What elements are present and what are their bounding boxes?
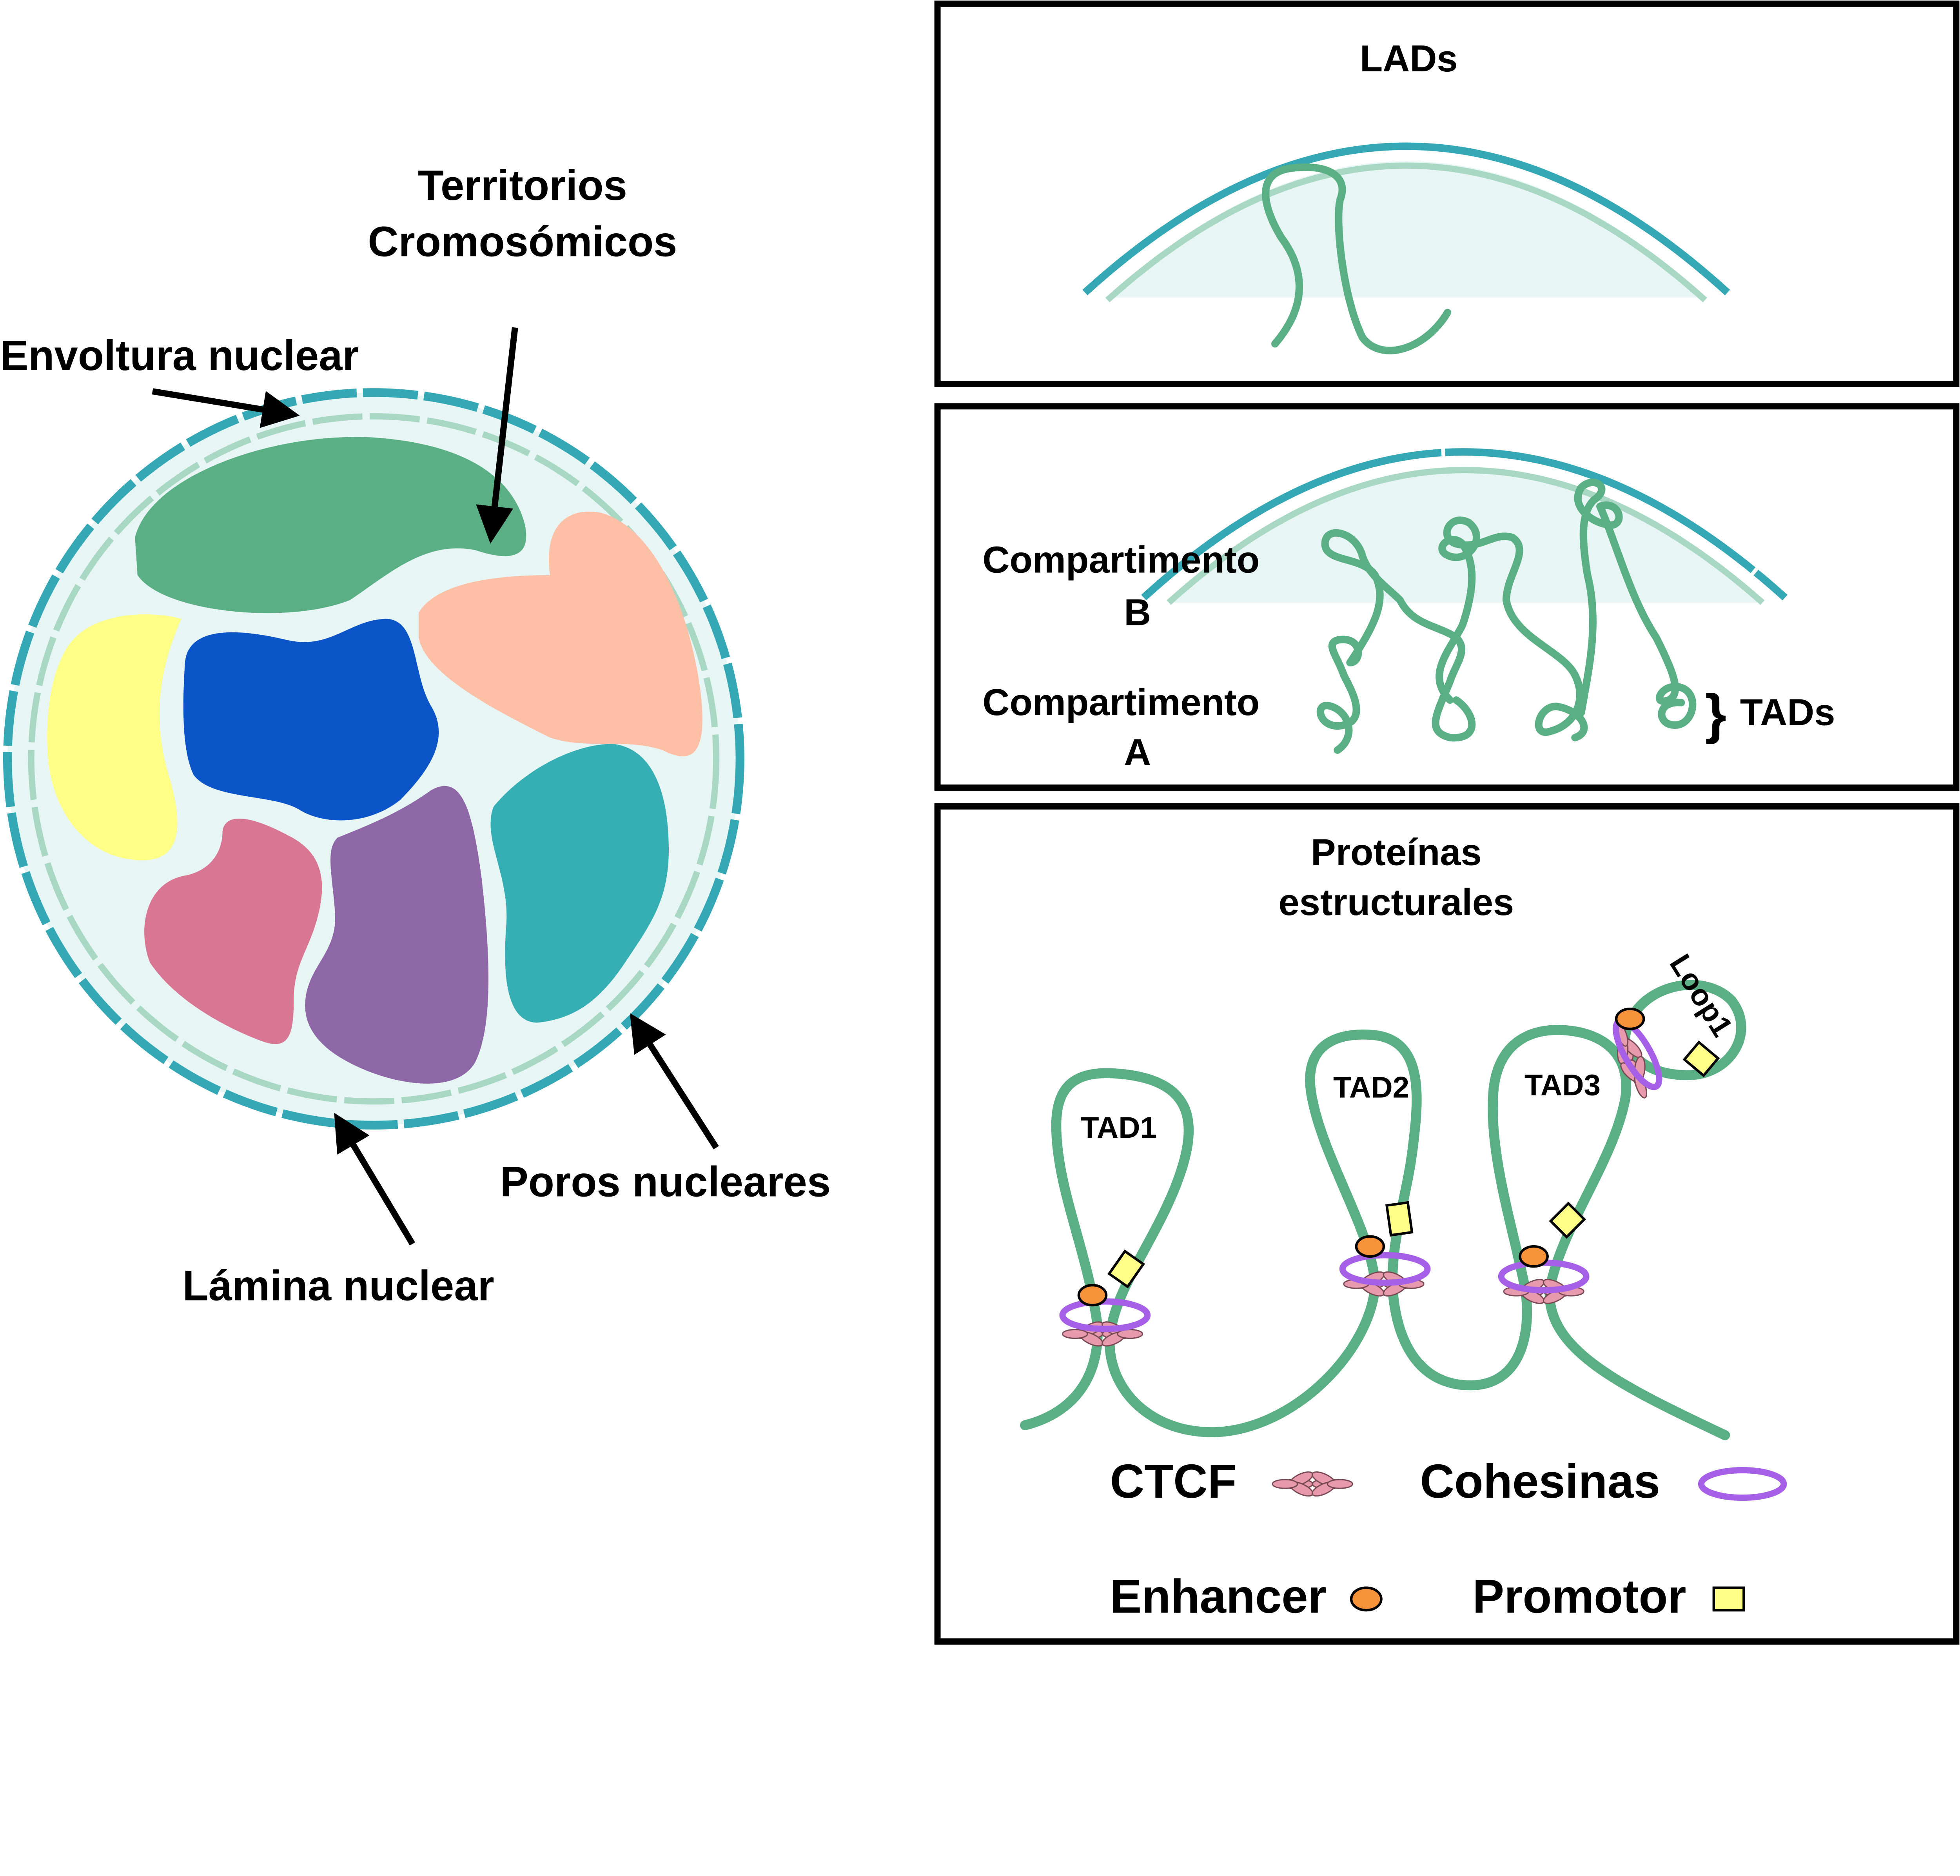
arrow-poros (630, 1013, 719, 1150)
arrow-lamina (334, 1113, 416, 1246)
chromatin-fiber (1020, 1025, 1730, 1440)
chromatin-fibers (1316, 478, 1697, 754)
enhancer-icon (1519, 1245, 1549, 1268)
label-tad3: TAD3 (1524, 1068, 1601, 1102)
arrow-territorios (476, 327, 518, 544)
territory-teal (490, 744, 669, 1023)
arrow-envoltura (152, 388, 300, 428)
label-lamina: Lámina nuclear (183, 1262, 494, 1309)
lamina-region (1106, 161, 1706, 298)
label-envoltura: Envoltura nuclear (0, 332, 359, 379)
label-tad2: TAD2 (1333, 1071, 1409, 1104)
territory-pink (144, 819, 322, 1044)
panel-proteins-title-line1: Proteínas (1311, 832, 1482, 874)
cohesin-icon (1339, 1252, 1431, 1286)
enhancer-icon (1615, 1008, 1645, 1030)
legend-enhancer-label: Enhancer (1110, 1570, 1327, 1623)
label-tad1: TAD1 (1081, 1111, 1157, 1144)
territory-purple (305, 786, 489, 1084)
panel-compartments: Compartimento B Compartimento A } TADs (934, 403, 1960, 791)
label-compartment-b-line1: Compartimento (982, 539, 1259, 581)
territory-green (135, 437, 526, 613)
panel-proteins-title-line2: estructurales (1278, 881, 1514, 923)
enhancer-icon (1077, 1284, 1108, 1307)
legend: CTCF Cohesinas Enhancer Promotor (1110, 1455, 1787, 1623)
label-compartment-a-line1: Compartimento (982, 681, 1259, 723)
territory-salmon (419, 511, 702, 757)
promoter-icon (1682, 1040, 1720, 1077)
panel-proteins: Proteínas estructurales TAD1 TAD2 TAD3 L… (934, 803, 1960, 1645)
nuclear-lamina (1105, 162, 1707, 303)
nuclear-lamina (28, 413, 720, 1105)
enhancer-icon (1350, 1586, 1383, 1612)
enhancer-icon (1355, 1235, 1385, 1258)
chromatin-fiber (1262, 163, 1452, 354)
nuclear-envelope (3, 388, 744, 1130)
label-compartment-a-line2: A (1124, 732, 1151, 774)
territory-blue (183, 619, 439, 821)
legend-promotor-label: Promotor (1472, 1570, 1686, 1623)
label-territorios-line2: Cromosómicos (368, 218, 677, 265)
panel-lads: LADs (934, 0, 1960, 387)
promoter-icon (1549, 1201, 1586, 1239)
territory-yellow (47, 614, 181, 861)
label-compartment-b-line2: B (1124, 591, 1151, 633)
nuclear-organization-diagram: Territorios Cromosómicos Envoltura nucle… (0, 0, 1960, 1645)
nuclear-envelope (1082, 142, 1730, 296)
promoter-icon (1107, 1249, 1145, 1289)
nuclear-lamina (1167, 467, 1765, 605)
nucleus: Territorios Cromosómicos Envoltura nucle… (0, 162, 831, 1309)
panel-lads-title: LADs (1360, 38, 1458, 80)
promoter-icon (1385, 1201, 1414, 1237)
legend-ctcf-label: CTCF (1110, 1455, 1237, 1508)
nuclear-envelope (1141, 448, 1788, 601)
label-poros: Poros nucleares (500, 1158, 831, 1206)
tads-brace: } (1705, 683, 1726, 745)
promoter-icon (1712, 1586, 1745, 1612)
cohesin-icon (1698, 1467, 1787, 1501)
legend-cohesinas-label: Cohesinas (1420, 1455, 1660, 1508)
label-territorios-line1: Territorios (418, 162, 627, 209)
label-tads: TADs (1740, 691, 1835, 733)
